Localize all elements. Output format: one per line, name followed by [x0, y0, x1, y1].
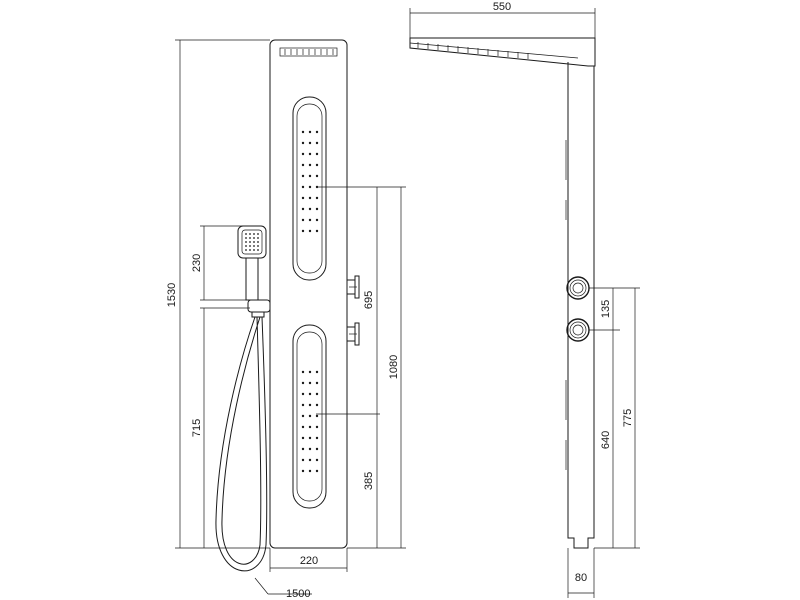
- dim-panel-width: [269, 548, 348, 572]
- panel-body: [269, 39, 348, 549]
- dim-hand-shower: [200, 225, 250, 301]
- hand-shower-nozzles: [245, 233, 259, 251]
- dim-head-projection: [409, 8, 596, 38]
- side-lower-knob: [566, 318, 590, 342]
- dim-hand-shower-label: 230: [191, 254, 203, 272]
- dim-hose-leader: [254, 577, 312, 595]
- rain-head: [409, 37, 596, 67]
- lower-jet-nozzles: [301, 370, 319, 473]
- dim-lower-knob-label: 640: [600, 431, 612, 449]
- dim-side-depth-label: 80: [575, 572, 587, 584]
- shower-hose: [215, 316, 268, 572]
- dim-panel-width-label: 220: [300, 555, 318, 567]
- dim-holder-to-floor: [200, 307, 250, 548]
- lower-valve-knob: [346, 322, 360, 346]
- side-upper-knob: [566, 276, 590, 300]
- dim-lower-jets-label: 385: [363, 472, 375, 490]
- dim-head-projection-label: 550: [493, 1, 511, 13]
- dim-hose-label: 1500: [286, 588, 310, 600]
- upper-valve-knob: [346, 275, 360, 299]
- dim-holder-to-floor-label: 715: [191, 419, 203, 437]
- side-column: [565, 62, 595, 549]
- front-view: 1530 230 715 220 1500: [166, 39, 406, 600]
- top-rain-strip: [279, 47, 338, 57]
- dim-upper-jets-label: 1080: [388, 355, 400, 379]
- upper-jet-panel-inner: [296, 103, 323, 274]
- dim-knob-spacing-label: 135: [600, 300, 612, 318]
- dim-side-knobs: [589, 287, 640, 549]
- upper-jet-panel: [292, 96, 327, 281]
- side-view: 550 135 640 775 80: [409, 1, 640, 598]
- dim-valve-to-jets-label: 695: [363, 291, 375, 309]
- dim-side-depth: [567, 548, 595, 598]
- upper-jet-nozzles: [301, 130, 319, 233]
- hand-shower: [237, 225, 267, 301]
- dim-total-height: [175, 39, 270, 549]
- top-rain-nozzles: [284, 49, 334, 55]
- lower-jet-panel-inner: [296, 331, 323, 502]
- lower-jet-panel: [292, 324, 327, 509]
- dim-upper-knob-label: 775: [622, 409, 634, 427]
- dim-total-height-label: 1530: [166, 283, 178, 307]
- dim-chain-jets: [316, 186, 406, 549]
- hand-shower-holder: [247, 299, 271, 318]
